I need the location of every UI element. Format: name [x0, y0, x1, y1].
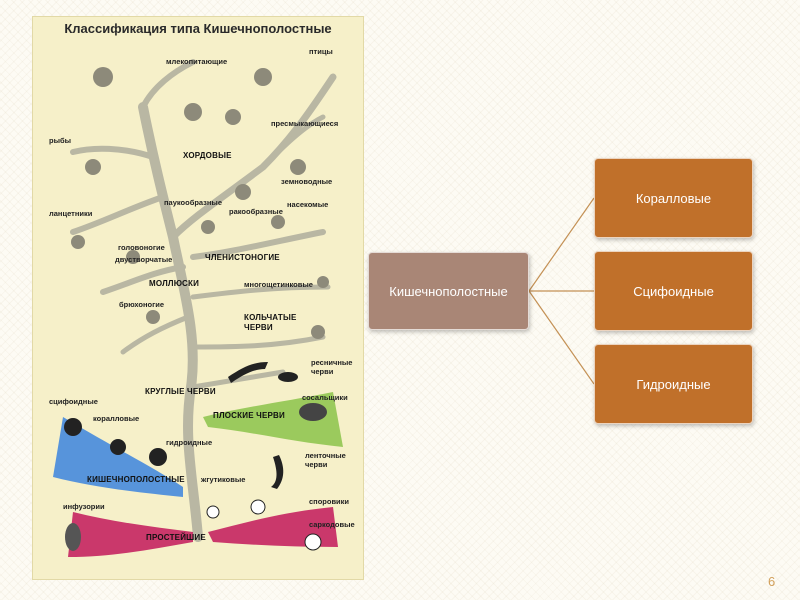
label-scyphoid: сцифоидные	[49, 397, 98, 406]
connector-coral	[528, 197, 595, 292]
tree-title: Классификация типа Кишечнополостные	[64, 21, 332, 36]
label-arachnids: паукообразные	[164, 198, 223, 207]
label-mammals: млекопитающие	[166, 57, 228, 66]
label-annelids: КОЛЬЧАТЫЕ ЧЕРВИ	[244, 313, 297, 332]
label-crustaceans: ракообразные	[229, 207, 283, 216]
label-roundworms: КРУГЛЫЕ ЧЕРВИ	[145, 387, 216, 396]
label-chordates: ХОРДОВЫЕ	[183, 151, 232, 160]
label-lancelets: ланцетники	[49, 209, 93, 218]
label-flatworms: ПЛОСКИЕ ЧЕРВИ	[213, 411, 285, 420]
label-polychaetes: многощетинковые	[244, 280, 313, 289]
label-ciliates: инфузории	[63, 502, 105, 511]
page-number: 6	[768, 574, 776, 589]
label-flagellates: жгутиковые	[201, 475, 246, 484]
label-amphibians: земноводные	[281, 177, 333, 186]
classification-tree-image: Классификация типа Кишечнополостные млек…	[32, 16, 364, 580]
label-flukes: сосальщики	[302, 393, 348, 402]
root-node-coelenterates: Кишечнополостные	[368, 252, 529, 330]
label-fish: рыбы	[49, 136, 72, 145]
label-gastropods: брюхоногие	[119, 300, 165, 309]
label-mollusks: МОЛЛЮСКИ	[149, 279, 200, 288]
label-protozoa: ПРОСТЕЙШИЕ	[146, 533, 206, 542]
label-coral: коралловые	[93, 414, 140, 423]
label-insects: насекомые	[287, 200, 329, 209]
label-sarcodines: саркодовые	[309, 520, 355, 529]
label-arthropods: ЧЛЕНИСТОНОГИЕ	[205, 253, 280, 262]
label-bivalves: двустворчатые	[115, 255, 173, 264]
label-coelenterates: КИШЕЧНОПОЛОСТНЫЕ	[87, 475, 185, 484]
label-cephalopods: головоногие	[118, 243, 165, 252]
label-sporozoans: споровики	[309, 497, 350, 506]
tree-drawing	[53, 59, 343, 557]
label-ciliated-worms: ресничные черви	[311, 358, 353, 376]
label-birds: птицы	[309, 47, 333, 56]
label-hydroid: гидроидные	[166, 438, 213, 447]
label-reptiles: пресмыкающиеся	[271, 119, 339, 128]
child-node-hydroid: Гидроидные	[594, 344, 753, 424]
label-tapeworms: ленточные черви	[305, 451, 346, 469]
child-node-coral: Коралловые	[594, 158, 753, 238]
child-node-scyphoid: Сцифоидные	[594, 251, 753, 331]
connector-hydroid	[528, 290, 595, 385]
